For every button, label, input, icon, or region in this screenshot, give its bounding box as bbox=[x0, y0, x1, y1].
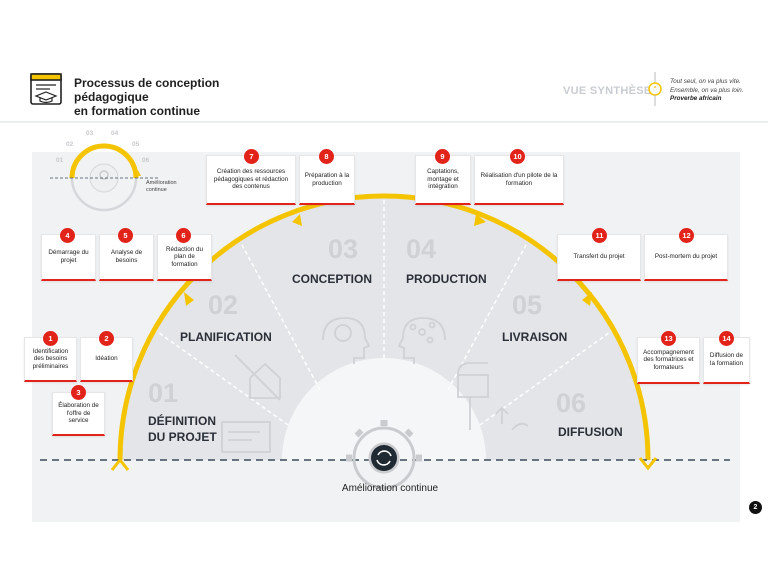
step-badge-9: 9 bbox=[435, 149, 450, 164]
step-badge-5: 5 bbox=[118, 228, 133, 243]
cycle-note-line-1: Amélioration bbox=[146, 180, 177, 186]
step-badge-1: 1 bbox=[43, 331, 58, 346]
step-badge-14: 14 bbox=[719, 331, 734, 346]
cycle-note: Amélioration continue bbox=[146, 180, 177, 194]
gear-icon bbox=[346, 420, 422, 490]
quote-bubble-icon: " bbox=[648, 72, 662, 106]
step-2-label: Idéation bbox=[95, 355, 118, 363]
step-14-label: Diffusion de la formation bbox=[709, 352, 744, 367]
phase-1-name: DÉFINITION bbox=[148, 413, 216, 428]
phase-1-name-2: DU PROJET bbox=[148, 430, 217, 444]
cycle-label-04: 04 bbox=[111, 130, 119, 137]
step-12-label: Post-mortem du projet bbox=[654, 253, 718, 261]
cycle-label-03: 03 bbox=[86, 130, 94, 137]
step-badge-2: 2 bbox=[99, 331, 114, 346]
title-line-2: en formation continue bbox=[74, 104, 200, 118]
cycle-note-line-2: continue bbox=[146, 187, 167, 193]
title-line-1: Processus de conception pédagogique bbox=[74, 76, 220, 104]
step-6-label: Rédaction du plan de formation bbox=[165, 245, 204, 268]
broadcast-icon bbox=[495, 406, 529, 431]
svg-text:": " bbox=[653, 85, 657, 94]
step-13-label: Accompagnement des formatrices et format… bbox=[643, 348, 694, 371]
step-badge-12: 12 bbox=[679, 228, 694, 243]
house-plan-icon bbox=[249, 362, 281, 399]
loop-arrow-up bbox=[110, 457, 130, 471]
step-badge-6: 6 bbox=[176, 228, 191, 243]
phase-5-number: 05 bbox=[512, 290, 542, 320]
phase-3-number: 03 bbox=[328, 234, 358, 264]
phase-6-number: 06 bbox=[556, 388, 586, 418]
phase-2-name: PLANIFICATION bbox=[180, 330, 272, 344]
vue-synthese-label: VUE SYNTHÈSE bbox=[563, 85, 652, 97]
quote-line-2: Ensemble, on va plus loin. bbox=[670, 86, 744, 94]
step-9-label: Captations, montage et intégration bbox=[427, 168, 459, 191]
page-title: Processus de conception pédagogique en f… bbox=[74, 76, 294, 118]
step-badge-8: 8 bbox=[319, 149, 334, 164]
presentation-icon bbox=[221, 421, 271, 453]
progress-arc bbox=[117, 193, 651, 461]
phase-3-name: CONCEPTION bbox=[292, 272, 372, 286]
cycle-label-06: 06 bbox=[142, 157, 150, 164]
cycle-label-01: 01 bbox=[56, 157, 64, 164]
step-card-5[interactable]: Analyse de besoins bbox=[99, 234, 154, 281]
presentation-graduation-icon bbox=[30, 73, 62, 105]
quote: Tout seul, on va plus vite. Ensemble, on… bbox=[670, 78, 765, 104]
step-1-label: Identification des besoins préliminaires bbox=[32, 347, 69, 370]
loop-arrow-down bbox=[638, 457, 658, 471]
phase-dividers bbox=[154, 200, 614, 426]
step-4-label: Démarrage du projet bbox=[48, 249, 89, 264]
step-badge-10: 10 bbox=[510, 149, 525, 164]
step-badge-4: 4 bbox=[60, 228, 75, 243]
cycle-label-05: 05 bbox=[132, 141, 140, 148]
refresh-arrows bbox=[376, 450, 392, 466]
page-number: 2 bbox=[749, 501, 762, 514]
bottom-label: Amélioration continue bbox=[341, 483, 439, 494]
phase-1-number: 01 bbox=[148, 378, 178, 408]
step-badge-7: 7 bbox=[244, 149, 259, 164]
cycle-mini-diagram bbox=[50, 143, 160, 212]
step-badge-13: 13 bbox=[661, 331, 676, 346]
step-badge-11: 11 bbox=[592, 228, 607, 243]
step-5-label: Analyse de besoins bbox=[110, 249, 143, 264]
cycle-label-02: 02 bbox=[66, 141, 74, 148]
head-network-icon bbox=[397, 317, 446, 364]
refresh-icon[interactable] bbox=[371, 445, 397, 471]
head-gear-icon bbox=[322, 317, 371, 364]
phase-4-name: PRODUCTION bbox=[406, 272, 487, 286]
quote-line-1: Tout seul, on va plus vite. bbox=[670, 78, 741, 85]
header-divider bbox=[0, 121, 768, 123]
phase-4-number: 04 bbox=[406, 234, 436, 264]
step-11-label: Transfert du projet bbox=[573, 253, 625, 261]
phase-2-number: 02 bbox=[208, 290, 238, 320]
header: Processus de conception pédagogique en f… bbox=[0, 0, 768, 122]
mailbox-icon bbox=[457, 362, 489, 398]
step-3-label: Élaboration de l'offre de service bbox=[58, 402, 99, 425]
quote-source: Proverbe africain bbox=[670, 95, 722, 103]
arc-arrows bbox=[184, 214, 592, 306]
step-7-label: Création des ressources pédagogiques et … bbox=[213, 168, 289, 191]
inner-semicircle bbox=[282, 358, 486, 460]
phase-illustrations bbox=[221, 317, 529, 453]
step-card-6[interactable]: Rédaction du plan de formation bbox=[157, 234, 212, 281]
step-8-label: Préparation à la production bbox=[304, 171, 350, 187]
phase-6-name: DIFFUSION bbox=[558, 425, 623, 439]
step-10-label: Réalisation d'un pilote de la formation bbox=[480, 171, 558, 187]
step-badge-3: 3 bbox=[71, 385, 86, 400]
phase-5-name: LIVRAISON bbox=[502, 330, 567, 344]
